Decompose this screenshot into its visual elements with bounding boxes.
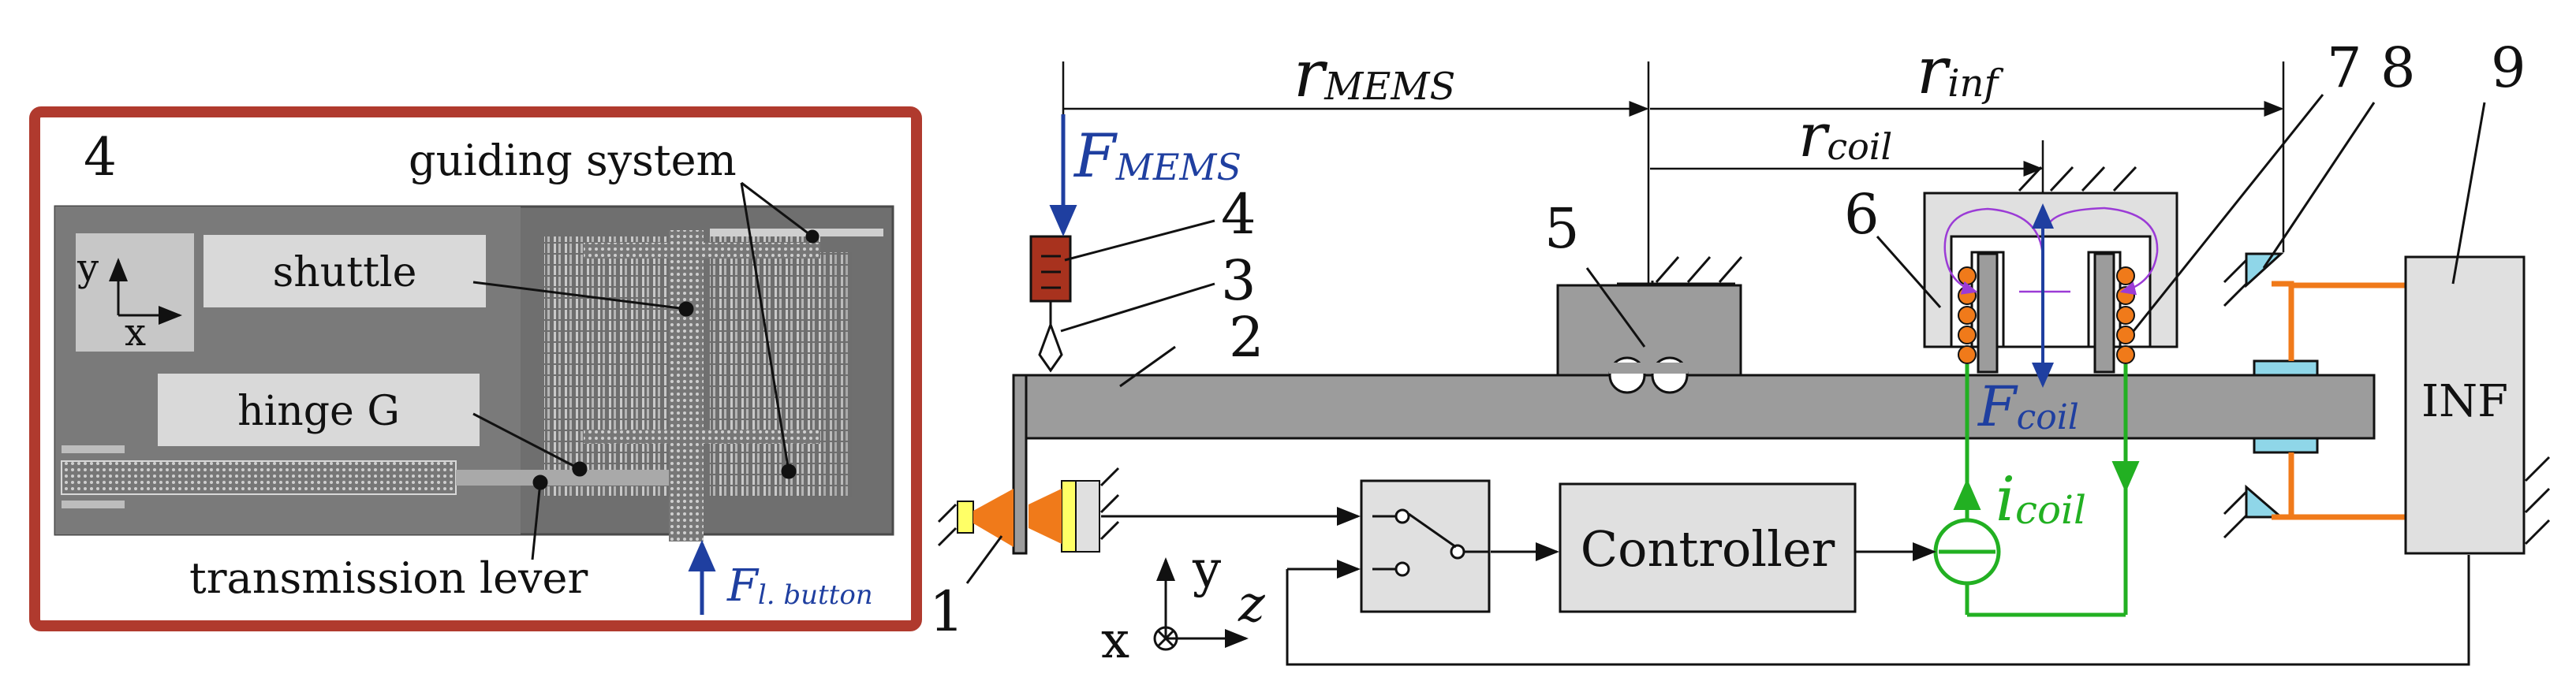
label-6: 6 (1844, 182, 1880, 247)
label-3: 3 (1221, 248, 1256, 313)
laser-sensor (937, 467, 1120, 553)
inf-ground (2524, 456, 2551, 545)
beam-end-flag (1012, 374, 1028, 555)
label-7: 7 (2327, 35, 2362, 100)
label-2: 2 (1229, 305, 1264, 370)
guiding-system-label: guiding system (409, 136, 737, 185)
label-4: 4 (1221, 182, 1256, 247)
axis-x-label: x (1101, 612, 1129, 670)
shuttle-label-box (203, 235, 486, 307)
beam (1014, 374, 2376, 440)
interferometer-optics (2223, 252, 2406, 539)
inf-label: INF (2421, 376, 2508, 427)
inset-leaders (472, 181, 819, 560)
transmission-lever-label: transmission lever (189, 553, 588, 603)
shuttle-label: shuttle (273, 249, 417, 296)
label-1: 1 (929, 579, 965, 644)
r-mems-label: rMEMS (1294, 37, 1455, 112)
main-axes (1153, 557, 1249, 651)
r-coil-label: rcoil (1798, 100, 1892, 170)
hinge-label-box (158, 374, 480, 446)
r-inf-label: rinf (1917, 34, 2003, 109)
inset-axes (109, 258, 182, 325)
flexure-hinge (1556, 256, 1743, 394)
axis-y-label: y (1192, 541, 1221, 599)
signal-wires (1101, 507, 2470, 666)
label-8: 8 (2380, 35, 2416, 100)
label-5: 5 (1544, 196, 1580, 261)
voice-coil-actuator (1923, 166, 2178, 388)
inset-number: 4 (84, 127, 117, 188)
component-leaders (965, 94, 2486, 584)
label-9: 9 (2491, 35, 2526, 100)
hinge-label: hinge G (237, 388, 400, 435)
controller-label: Controller (1581, 520, 1835, 578)
mems-inset: 4 shuttle hinge G (29, 106, 922, 631)
inset-axis-x: x (125, 311, 146, 355)
inset-axis-y: y (77, 246, 99, 290)
axis-z-label: z (1238, 575, 1266, 634)
f-coil-label: Fcoil (1977, 374, 2079, 439)
coil-current-circuit (1933, 364, 2140, 617)
i-coil-label: icoil (1995, 464, 2086, 535)
controller-block (1559, 482, 1857, 613)
mems-sensor (1029, 235, 1072, 373)
switch (1360, 479, 1491, 613)
f-mems-label: FMEMS (1073, 121, 1241, 191)
force-button-label: Fl. button (726, 560, 873, 612)
inf-block (2404, 255, 2526, 555)
